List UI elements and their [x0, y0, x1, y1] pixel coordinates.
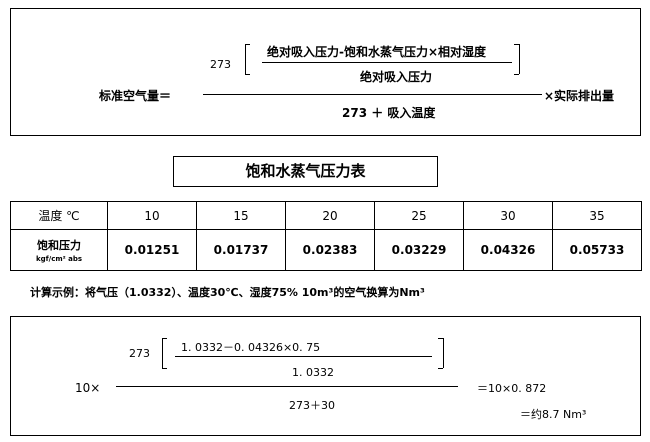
formula-lhs: 标准空气量＝: [99, 89, 172, 103]
example-description: 计算示例：将气压（1.0332）、温度30℃、湿度75% 10m³的空气换算为N…: [30, 286, 425, 299]
formula-main-fraction-line: [203, 94, 542, 95]
pressure-label-unit: kgf/cm² abs: [35, 255, 83, 263]
formula-right-bracket: [519, 44, 520, 74]
formula-inner-numerator: 绝对吸入压力-饱和水蒸气压力×相对湿度: [267, 45, 487, 59]
formula-right-bracket-top: [514, 44, 519, 45]
example-right-bracket-top: [438, 338, 443, 339]
formula-rhs: ×实际排出量: [544, 89, 615, 103]
temperature-cell: 30: [463, 201, 553, 230]
example-main-fraction-line: [116, 386, 458, 387]
temperature-label: 温度 ℃: [10, 201, 108, 230]
formula-coef: 273: [210, 58, 231, 71]
example-right-bracket-bottom: [438, 368, 443, 369]
example-inner-fraction-line: [175, 356, 432, 357]
formula-denominator: 273 ＋ 吸入温度: [342, 106, 436, 120]
pressure-cell: 0.01737: [196, 229, 286, 271]
pressure-label: 饱和压力 kgf/cm² abs: [10, 229, 108, 271]
example-left-bracket-bottom: [162, 368, 167, 369]
table-title-box: [173, 156, 438, 187]
temperature-cell: 15: [196, 201, 286, 230]
temperature-cell: 20: [285, 201, 375, 230]
example-left-bracket-top: [162, 338, 167, 339]
formula-right-bracket-bottom: [514, 74, 519, 75]
pressure-cell: 0.05733: [552, 229, 642, 271]
table-title: 饱和水蒸气压力表: [245, 162, 366, 180]
example-left-bracket: [162, 338, 163, 368]
temperature-cell: 10: [107, 201, 197, 230]
formula-left-bracket-top: [245, 44, 250, 45]
example-coef: 273: [129, 347, 150, 360]
example-inner-numerator: 1. 0332－0. 04326×0. 75: [181, 341, 321, 354]
formula-left-bracket: [245, 44, 246, 74]
table-row-temperature: 温度 ℃ 10 15 20 25 30 35: [10, 201, 642, 230]
pressure-cell: 0.01251: [107, 229, 197, 271]
example-box: [10, 316, 641, 436]
example-lhs: 10×: [75, 381, 101, 395]
formula-inner-denominator: 绝对吸入压力: [360, 70, 433, 84]
temperature-cell: 35: [552, 201, 642, 230]
example-result-2: ＝约8.7 Nm³: [520, 408, 587, 421]
formula-left-bracket-bottom: [245, 74, 250, 75]
temperature-cell: 25: [374, 201, 464, 230]
example-right-bracket: [443, 338, 444, 368]
example-inner-denominator: 1. 0332: [292, 366, 334, 379]
example-result-1: ＝10×0. 872: [477, 382, 547, 395]
formula-box: [10, 8, 641, 136]
table-row-pressure: 饱和压力 kgf/cm² abs 0.01251 0.01737 0.02383…: [10, 229, 642, 271]
formula-inner-fraction-line: [262, 62, 512, 63]
example-denominator: 273＋30: [289, 399, 335, 412]
pressure-label-main: 饱和压力: [37, 239, 81, 252]
pressure-cell: 0.02383: [285, 229, 375, 271]
pressure-cell: 0.03229: [374, 229, 464, 271]
saturation-pressure-table: 温度 ℃ 10 15 20 25 30 35 饱和压力 kgf/cm² abs …: [10, 201, 642, 271]
pressure-cell: 0.04326: [463, 229, 553, 271]
